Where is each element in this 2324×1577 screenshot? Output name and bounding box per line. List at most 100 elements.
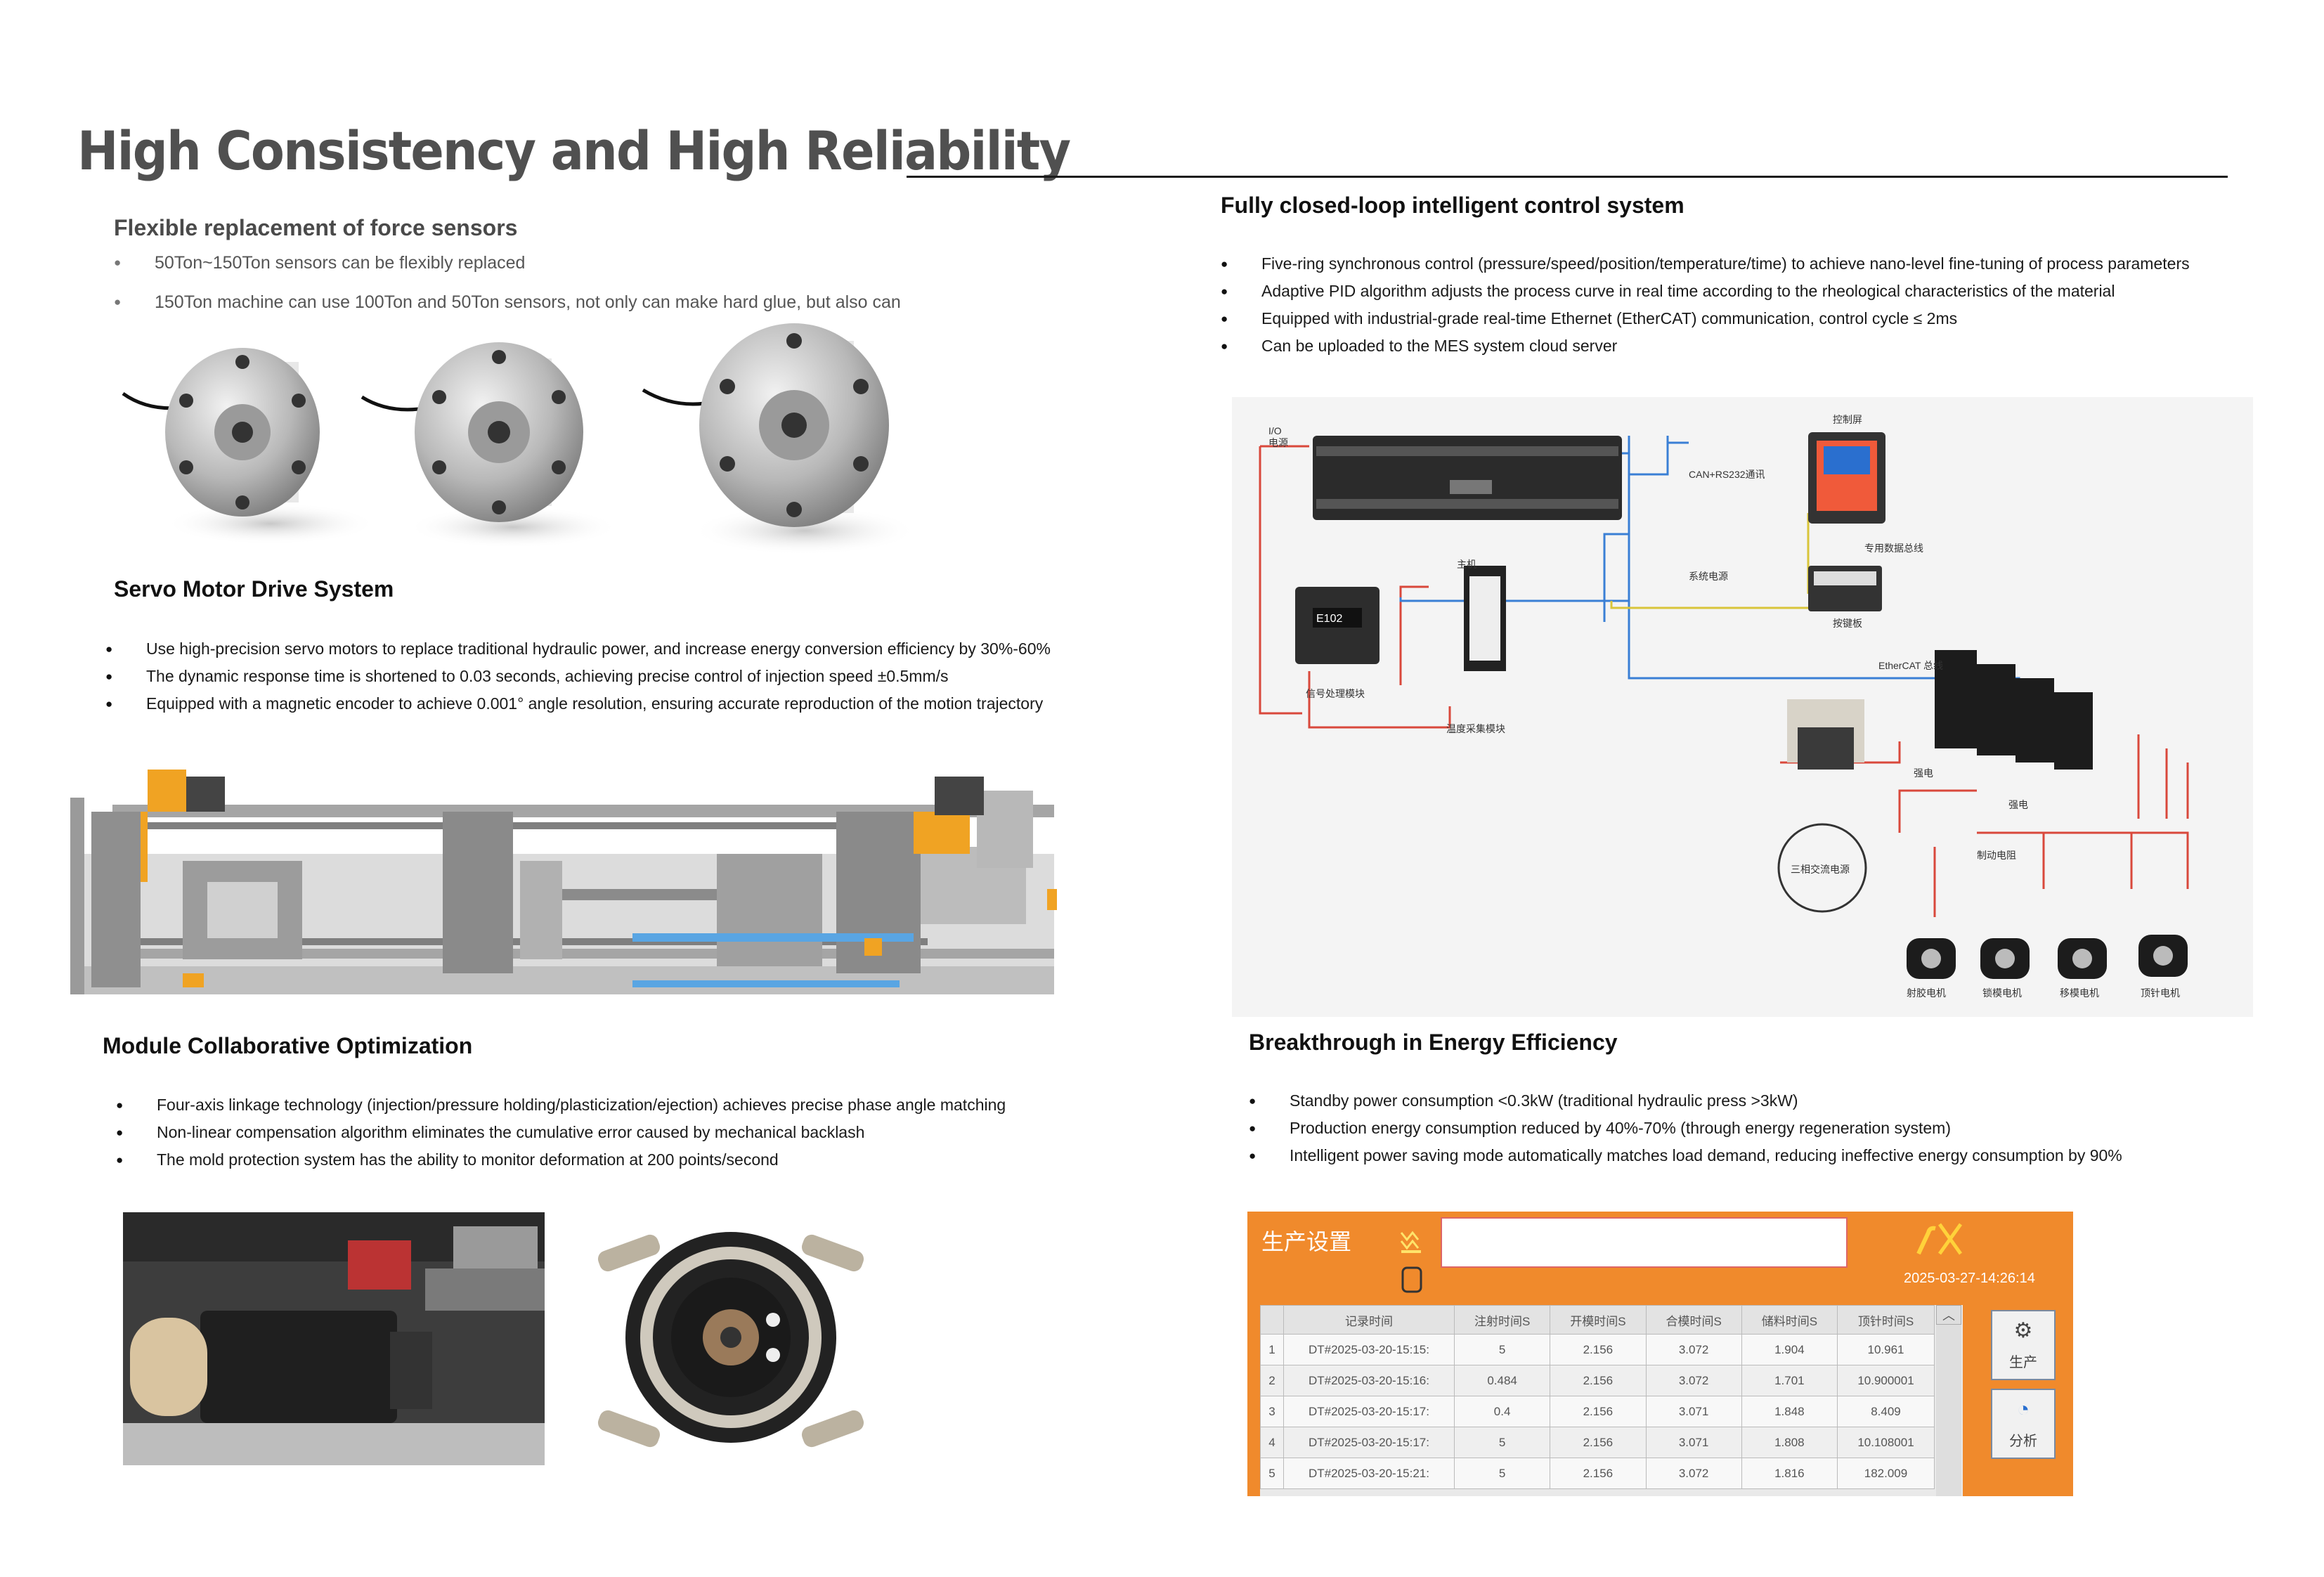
analysis-icon: ◔ <box>2016 1398 2030 1421</box>
table-cell: DT#2025-03-20-15:17: <box>1283 1427 1455 1458</box>
table-row[interactable]: 3 DT#2025-03-20-15:17: 0.4 2.156 3.071 1… <box>1260 1396 1935 1427</box>
table-cell: 1.808 <box>1741 1427 1838 1458</box>
motor-label: 移模电机 <box>2060 987 2099 999</box>
tools-icon[interactable] <box>1911 1219 1968 1261</box>
list-item: 50Ton~150Ton sensors can be flexibly rep… <box>114 243 901 283</box>
production-button[interactable]: ⚙ 生产 <box>1991 1310 2056 1380</box>
strong-power-label: 强电 <box>1914 767 1933 779</box>
table-cell: DT#2025-03-20-15:15: <box>1283 1334 1455 1365</box>
table-row[interactable]: 2 DT#2025-03-20-15:16: 0.484 2.156 3.072… <box>1260 1365 1935 1396</box>
signal-module-tag: E102 <box>1316 613 1343 625</box>
column-header: 开模时间S <box>1550 1305 1647 1335</box>
energy-list: Standby power consumption <0.3kW (tradit… <box>1249 1087 2122 1169</box>
hmi-screenshot: 生产设置 2025-03-27-14:26:14 记录时间 注射时间S 开模时间… <box>1247 1212 2073 1496</box>
table-cell: 2 <box>1260 1365 1284 1396</box>
list-item: Standby power consumption <0.3kW (tradit… <box>1249 1087 2122 1115</box>
record-table: 记录时间 注射时间S 开模时间S 合模时间S 储料时间S 顶针时间S 1 DT#… <box>1260 1305 1935 1489</box>
gear-assembly-photo <box>583 1214 878 1474</box>
servo-motor-photo <box>123 1212 545 1465</box>
table-cell: DT#2025-03-20-15:21: <box>1283 1458 1455 1489</box>
machine-render-image <box>70 770 1057 994</box>
energy-heading: Breakthrough in Energy Efficiency <box>1249 1030 1618 1055</box>
system-power-label: 系统电源 <box>1689 571 1728 582</box>
module-list: Four-axis linkage technology (injection/… <box>116 1091 1006 1174</box>
table-cell: 1.904 <box>1741 1334 1838 1365</box>
table-cell: DT#2025-03-20-15:16: <box>1283 1365 1455 1396</box>
signal-module-label: 信号处理模块 <box>1306 688 1365 699</box>
analysis-button[interactable]: ◔ 分析 <box>1991 1389 2056 1459</box>
table-cell: 0.484 <box>1453 1365 1551 1396</box>
table-row[interactable]: 5 DT#2025-03-20-15:21: 5 2.156 3.072 1.8… <box>1260 1458 1935 1489</box>
module-heading: Module Collaborative Optimization <box>103 1033 473 1058</box>
table-cell: 3.072 <box>1645 1334 1742 1365</box>
list-item: Can be uploaded to the MES system cloud … <box>1221 332 2190 360</box>
list-item: Intelligent power saving mode automatica… <box>1249 1142 2122 1169</box>
production-button-label: 生产 <box>2009 1355 2037 1370</box>
table-cell: 3.071 <box>1645 1396 1742 1427</box>
hmi-title: 生产设置 <box>1261 1229 1352 1254</box>
table-cell: 2.156 <box>1550 1427 1647 1458</box>
list-item: Equipped with a magnetic encoder to achi… <box>105 690 1051 718</box>
list-item: Five-ring synchronous control (pressure/… <box>1221 250 2190 278</box>
list-item: Four-axis linkage technology (injection/… <box>116 1091 1006 1119</box>
list-item: Production energy consumption reduced by… <box>1249 1115 2122 1142</box>
closed-loop-list: Five-ring synchronous control (pressure/… <box>1221 250 2190 360</box>
gear-icon: ⚙ <box>2013 1319 2033 1342</box>
io-power-label: I/O 电源 <box>1268 425 1288 448</box>
three-phase-label: 三相交流电源 <box>1791 864 1850 875</box>
hmi-input-field[interactable] <box>1441 1217 1848 1268</box>
table-cell: 2.156 <box>1550 1365 1647 1396</box>
table-cell: 10.900001 <box>1837 1365 1935 1396</box>
column-header: 记录时间 <box>1283 1305 1455 1335</box>
system-diagram: I/O 电源 主机 CAN+RS232通讯 控制屏 专用数据总线 系统电源 按键… <box>1232 397 2253 1017</box>
temp-module-label: 温度采集模块 <box>1446 723 1505 734</box>
column-header: 注射时间S <box>1453 1305 1551 1335</box>
table-cell: 8.409 <box>1837 1396 1935 1427</box>
table-cell: 1.848 <box>1741 1396 1838 1427</box>
page-title: High Consistency and High Reliability <box>77 119 1071 182</box>
table-cell: 1 <box>1260 1334 1284 1365</box>
list-item: Non-linear compensation algorithm elimin… <box>116 1119 1006 1146</box>
table-cell: 4 <box>1260 1427 1284 1458</box>
control-screen-label: 控制屏 <box>1833 414 1862 425</box>
table-cell: 5 <box>1453 1427 1551 1458</box>
data-bus-label: 专用数据总线 <box>1864 543 1923 554</box>
table-cell: 2.156 <box>1550 1334 1647 1365</box>
table-row[interactable]: 1 DT#2025-03-20-15:15: 5 2.156 3.072 1.9… <box>1260 1334 1935 1365</box>
hmi-record-table: 记录时间 注射时间S 开模时间S 合模时间S 储料时间S 顶针时间S 1 DT#… <box>1260 1305 1963 1496</box>
column-header <box>1260 1305 1284 1335</box>
motor-label: 锁模电机 <box>1982 987 2022 999</box>
list-item: 150Ton machine can use 100Ton and 50Ton … <box>114 283 901 322</box>
table-scrollbar[interactable]: ︿ <box>1936 1305 1961 1496</box>
force-sensors-image <box>122 323 917 555</box>
table-cell: 5 <box>1260 1458 1284 1489</box>
column-header: 顶针时间S <box>1837 1305 1935 1335</box>
table-cell: 3.071 <box>1645 1427 1742 1458</box>
list-item: The dynamic response time is shortened t… <box>105 663 1051 690</box>
can-bus-label: CAN+RS232通讯 <box>1689 469 1765 480</box>
list-item: Use high-precision servo motors to repla… <box>105 635 1051 663</box>
table-cell: 182.009 <box>1837 1458 1935 1489</box>
list-item: The mold protection system has the abili… <box>116 1146 1006 1174</box>
strong-power-label-2: 强电 <box>2008 799 2028 810</box>
ethercat-label: EtherCAT 总线 <box>1878 660 1944 671</box>
motor-label: 顶针电机 <box>2141 987 2180 999</box>
heater-icon <box>1400 1231 1422 1293</box>
system-wiring <box>1259 432 2189 979</box>
table-cell: 1.701 <box>1741 1365 1838 1396</box>
column-header: 储料时间S <box>1741 1305 1838 1335</box>
table-cell: 1.816 <box>1741 1458 1838 1489</box>
table-cell: DT#2025-03-20-15:17: <box>1283 1396 1455 1427</box>
table-cell: 10.108001 <box>1837 1427 1935 1458</box>
force-sensors-heading: Flexible replacement of force sensors <box>114 215 518 240</box>
table-header-row: 记录时间 注射时间S 开模时间S 合模时间S 储料时间S 顶针时间S <box>1260 1305 1935 1335</box>
keypad-label: 按键板 <box>1833 618 1862 629</box>
scroll-up-icon[interactable]: ︿ <box>1936 1305 1961 1325</box>
table-cell: 2.156 <box>1550 1458 1647 1489</box>
table-cell: 5 <box>1453 1458 1551 1489</box>
table-row[interactable]: 4 DT#2025-03-20-15:17: 5 2.156 3.071 1.8… <box>1260 1427 1935 1458</box>
title-rule <box>907 176 2228 178</box>
table-cell: 3 <box>1260 1396 1284 1427</box>
servo-heading: Servo Motor Drive System <box>114 576 394 602</box>
force-sensors-list: 50Ton~150Ton sensors can be flexibly rep… <box>114 243 901 322</box>
